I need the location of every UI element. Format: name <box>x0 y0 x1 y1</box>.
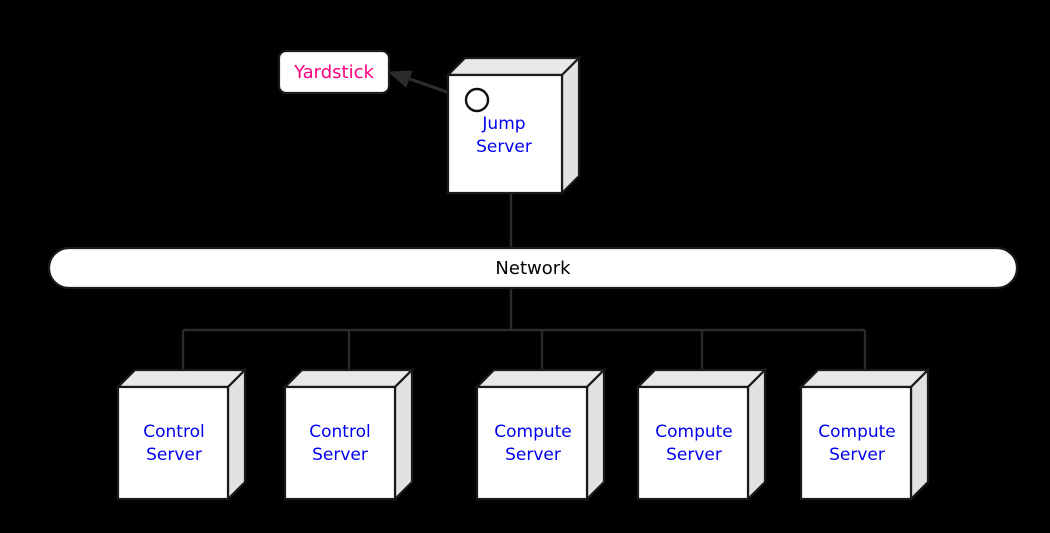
server-node-2[interactable]: Control Server <box>282 367 415 502</box>
server-box-front[interactable] <box>636 385 750 501</box>
server-box-top <box>115 368 248 389</box>
server-node-1[interactable]: Control Server <box>115 367 248 502</box>
server-box-side <box>585 367 606 502</box>
jump-server-label-line2: Server <box>476 137 532 157</box>
server-box-side <box>393 367 414 502</box>
jump-server-label-line1: Jump <box>481 114 525 134</box>
server-label-line1: Control <box>309 422 370 442</box>
connection-lines <box>181 193 867 375</box>
jump-server-box-top <box>445 56 582 77</box>
server-box-top <box>635 368 768 389</box>
yardstick-node[interactable]: Yardstick <box>277 49 391 95</box>
server-label-line2: Server <box>505 445 561 465</box>
server-label-line1: Compute <box>655 422 733 442</box>
server-box-side <box>226 367 247 502</box>
server-node-5[interactable]: Compute Server <box>798 367 931 502</box>
jump-server-box-front[interactable] <box>446 73 564 195</box>
network-node[interactable]: Network <box>47 246 1019 290</box>
network-bar[interactable] <box>47 246 1019 290</box>
server-label-line2: Server <box>312 445 368 465</box>
server-box-top <box>798 368 931 389</box>
yardstick-label: Yardstick <box>293 62 374 83</box>
server-box-front[interactable] <box>116 385 230 501</box>
server-box-top <box>282 368 415 389</box>
server-box-side <box>746 367 767 502</box>
server-label-line2: Server <box>666 445 722 465</box>
server-box-front[interactable] <box>799 385 913 501</box>
arrow-head <box>387 70 413 88</box>
server-box-front[interactable] <box>283 385 397 501</box>
server-node-3[interactable]: Compute Server <box>474 367 607 502</box>
server-box-front[interactable] <box>475 385 589 501</box>
server-label-line2: Server <box>829 445 885 465</box>
jump-server-box-side <box>560 55 581 196</box>
server-label-line1: Control <box>143 422 204 442</box>
network-label: Network <box>495 258 571 279</box>
server-box-side <box>909 367 930 502</box>
yardstick-box[interactable] <box>277 49 391 95</box>
interface-lollipop-icon <box>464 87 490 113</box>
server-label-line1: Compute <box>494 422 572 442</box>
jump-server-node[interactable]: Jump Server <box>445 55 582 196</box>
server-node-4[interactable]: Compute Server <box>635 367 768 502</box>
server-label-line2: Server <box>146 445 202 465</box>
server-box-top <box>474 368 607 389</box>
server-label-line1: Compute <box>818 422 896 442</box>
